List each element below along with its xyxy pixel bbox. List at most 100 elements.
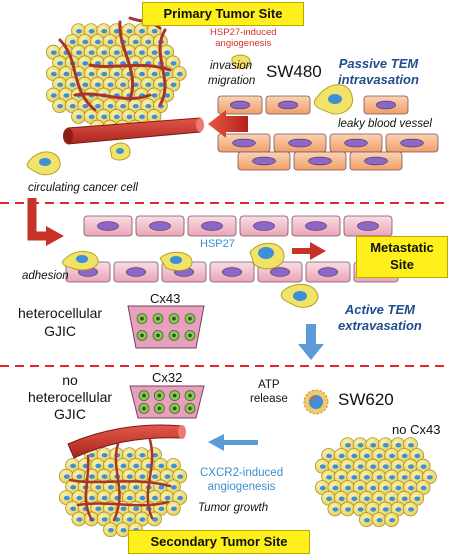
endothelial-nucleus-icon: [305, 221, 327, 231]
cell-nucleus-icon: [401, 453, 408, 459]
cell-nucleus-icon: [57, 103, 64, 109]
cell-nucleus-icon: [132, 39, 139, 45]
cell-nucleus-icon: [164, 495, 171, 501]
endothelial-nucleus-icon: [288, 138, 312, 148]
cxcr2-angiogenesis-label: CXCR2-induced angiogenesis: [200, 466, 283, 494]
cell-nucleus-icon: [76, 28, 82, 34]
cell-nucleus-icon: [57, 82, 64, 88]
cell-nucleus-icon: [414, 496, 421, 502]
hsp27-angiogenesis-label: HSP27-induced angiogenesis: [210, 27, 277, 49]
heterocellular-line-1: heterocellular: [18, 305, 103, 321]
cell-nucleus-icon: [63, 71, 70, 77]
cell-nucleus-icon: [389, 453, 396, 459]
cell-nucleus-icon: [50, 71, 57, 77]
cx43-gap-junction-icon: [127, 305, 205, 349]
endothelial-nucleus-icon: [344, 138, 368, 148]
cell-nucleus-icon: [376, 475, 383, 480]
secondary-tumor-cluster: [58, 447, 188, 538]
passive-tem-label: Passive TEM intravasation: [338, 56, 419, 88]
cell-nucleus-icon: [101, 452, 108, 458]
cell-nucleus-icon: [332, 485, 339, 491]
cell-nucleus-icon: [107, 82, 114, 88]
cell-nucleus-icon: [326, 453, 333, 459]
cell-nucleus-icon: [145, 39, 152, 45]
cell-nucleus-icon: [164, 93, 171, 98]
cell-nucleus-icon: [139, 71, 145, 77]
cell-nucleus-icon: [101, 28, 108, 34]
cell-nucleus-icon: [70, 485, 77, 490]
active-tem-label: Active TEM extravasation: [338, 302, 422, 334]
cell-nucleus-icon: [95, 506, 102, 512]
migrating-cancer-cell-icon: [231, 54, 354, 115]
passive-tem-line-2: intravasation: [338, 72, 419, 87]
sw480-label: SW480: [266, 62, 322, 81]
cell-nucleus-icon: [401, 496, 408, 502]
active-tem-line-1: Active TEM: [344, 302, 415, 317]
cell-nucleus-icon: [95, 485, 102, 490]
sw620-cell-icon: [303, 389, 329, 415]
cell-nucleus-icon: [389, 517, 396, 523]
leaky-blood-vessel-label: leaky blood vessel: [338, 118, 432, 130]
cell-nucleus-icon: [151, 93, 158, 98]
cell-nucleus-icon: [63, 495, 70, 501]
cell-nucleus-icon: [120, 506, 127, 512]
cell-nucleus-icon: [376, 517, 383, 523]
cell-nucleus-icon: [363, 517, 370, 523]
hsp27-angiogenesis-line-1: HSP27-induced: [210, 27, 277, 38]
endothelial-nucleus-icon: [97, 221, 119, 231]
cell-nucleus-icon: [120, 82, 127, 88]
cell-nucleus-icon: [370, 485, 377, 491]
cell-nucleus-icon: [88, 50, 95, 55]
cell-nucleus-icon: [389, 475, 396, 480]
cell-nucleus-icon: [57, 61, 64, 66]
invasion-label: invasion: [210, 60, 253, 72]
endothelial-nucleus-icon: [318, 267, 338, 277]
cell-nucleus-icon: [338, 496, 345, 502]
hsp27-label: HSP27: [200, 238, 235, 250]
cell-nucleus-icon: [126, 517, 133, 522]
cell-nucleus-icon: [151, 71, 158, 77]
cell-nucleus-icon: [408, 464, 414, 469]
cell-nucleus-icon: [133, 463, 140, 469]
cell-nucleus-icon: [82, 103, 89, 109]
active-tem-line-2: extravasation: [338, 318, 422, 333]
endothelial-nucleus-icon: [252, 156, 276, 166]
cell-nucleus-icon: [164, 474, 171, 479]
adhesion-label: adhesion: [22, 270, 69, 282]
cell-nucleus-icon: [139, 517, 146, 522]
cell-nucleus-icon: [76, 71, 82, 77]
cell-nucleus-icon: [107, 103, 114, 109]
no-hetero-line-1: no: [62, 372, 78, 388]
metastatic-site-label: Metastatic Site: [356, 236, 448, 278]
cell-nucleus-icon: [332, 464, 339, 469]
metastatic-line-1: Metastatic: [370, 240, 434, 255]
cell-nucleus-icon: [152, 452, 158, 458]
cell-nucleus-icon: [395, 442, 402, 448]
extravasation-arrow-icon: [298, 324, 324, 360]
secondary-tumor-cell-cluster: [314, 437, 437, 528]
gap-junction-plaque-icon: [129, 385, 205, 419]
atp-line-2: release: [250, 393, 288, 405]
cell-nucleus-icon: [89, 495, 95, 501]
cell-nucleus-icon: [94, 39, 101, 45]
cell-nucleus-icon: [107, 527, 114, 533]
cell-nucleus-icon: [164, 50, 171, 55]
cell-nucleus-icon: [177, 474, 184, 479]
cell-nucleus-icon: [395, 507, 402, 512]
circulating-cancer-cell-icon: [26, 142, 131, 176]
cell-nucleus-icon: [76, 517, 83, 522]
heterocellular-gjic-label: heterocellular GJIC: [18, 304, 102, 340]
endothelial-nucleus-icon: [308, 156, 332, 166]
cell-nucleus-icon: [139, 28, 145, 34]
down-right-arrow-icon: [27, 198, 64, 246]
cell-nucleus-icon: [152, 474, 158, 479]
cell-nucleus-icon: [88, 71, 95, 77]
cell-nucleus-icon: [132, 82, 139, 88]
cell-nucleus-icon: [101, 71, 108, 77]
cell-nucleus-icon: [382, 464, 389, 469]
primary-tumor-site-label: Primary Tumor Site: [142, 2, 304, 26]
endothelial-nucleus-icon: [201, 221, 223, 231]
cell-nucleus-icon: [120, 485, 127, 490]
cell-nucleus-icon: [401, 475, 408, 480]
